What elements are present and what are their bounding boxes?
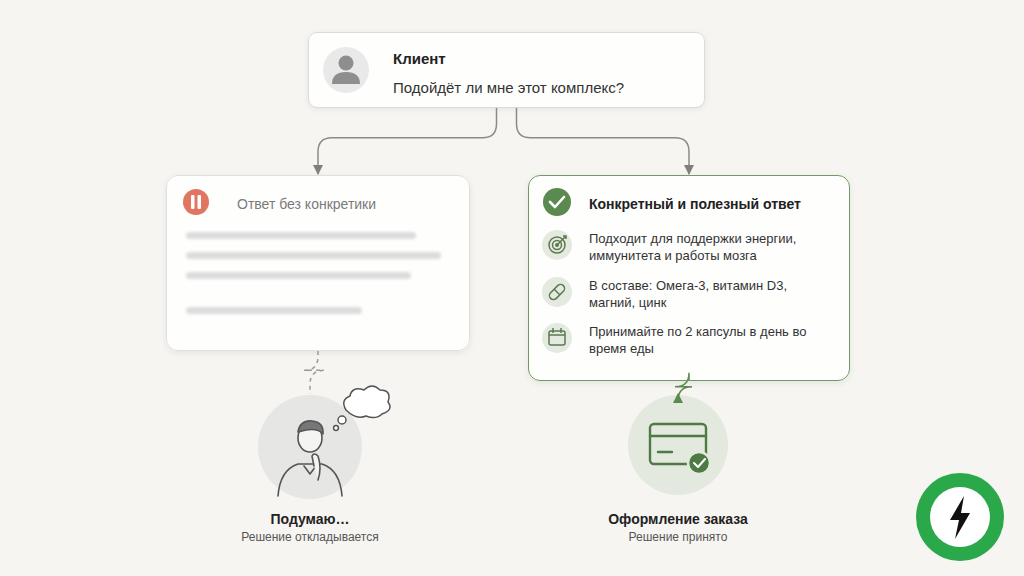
delay-outcome: Подумаю…Решение откладывается bbox=[210, 395, 410, 499]
node-body: Подойдёт ли мне этот комплекс? bbox=[393, 78, 693, 98]
list-item: Принимайте по 2 капсулы в день во время … bbox=[589, 323, 834, 357]
outcome-heading: Оформление заказа bbox=[578, 510, 778, 528]
vague-answer-box: Ответ без конкретики bbox=[166, 175, 470, 351]
useful-answer-box: Конкретный и полезный ответПодходит для … bbox=[528, 175, 850, 381]
node-heading: Ответ без конкретики bbox=[237, 195, 457, 213]
connector-arrow bbox=[318, 108, 497, 174]
question-box: КлиентПодойдёт ли мне этот комплекс? bbox=[308, 32, 705, 108]
node-heading: Конкретный и полезный ответ bbox=[589, 195, 839, 213]
outcome-heading: Подумаю… bbox=[210, 510, 410, 528]
list-item: В составе: Омега-3, витамин D3, магний, … bbox=[589, 277, 834, 311]
outcome-note: Решение откладывается bbox=[210, 529, 410, 545]
connector-arrow bbox=[304, 351, 324, 394]
order-outcome: Оформление заказаРешение принято bbox=[578, 395, 778, 495]
connector-arrow bbox=[517, 108, 690, 174]
connector-arrow bbox=[675, 373, 692, 401]
list-item: Подходит для поддержки энергии, иммуните… bbox=[589, 230, 834, 264]
outcome-note: Решение принято bbox=[578, 529, 778, 545]
node-heading: Клиент bbox=[393, 49, 693, 69]
